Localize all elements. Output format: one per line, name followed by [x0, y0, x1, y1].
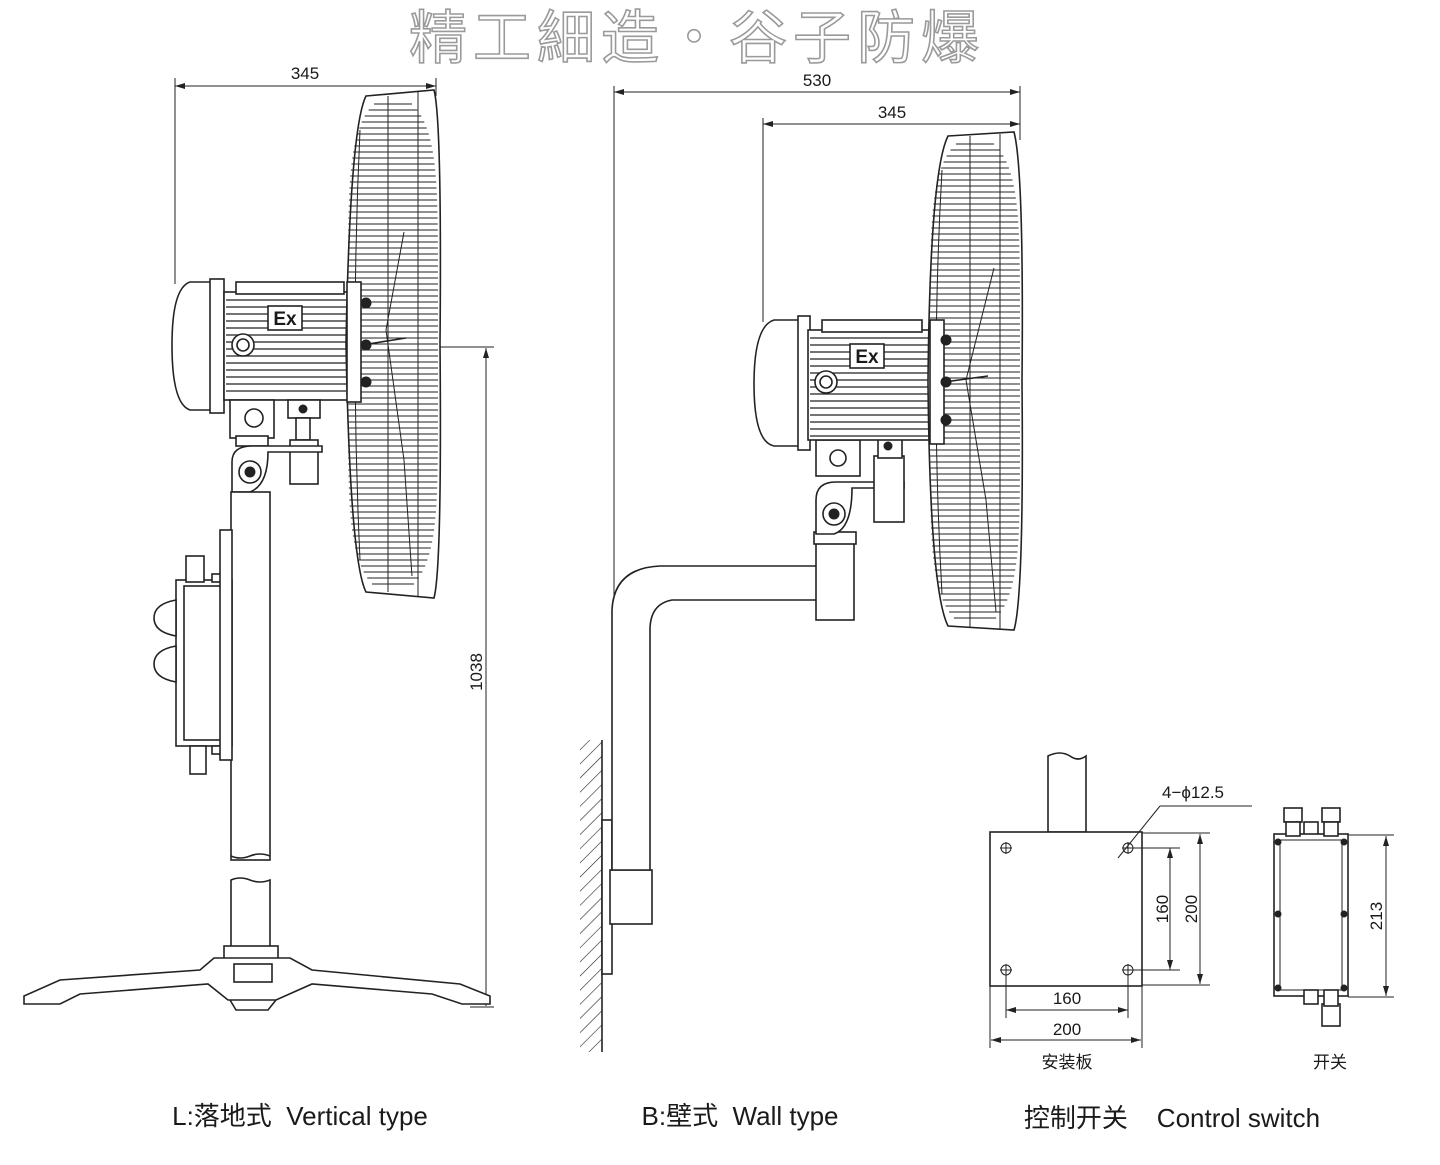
control-switch-plate: 4−ϕ12.5 160 200 160 200 安装板	[989, 752, 1252, 1072]
dim-vertical-depth: 345	[291, 64, 319, 83]
dim-plate-height: 200	[1182, 895, 1201, 923]
ex-label-wall: Ex	[855, 347, 879, 368]
switch-label: 开关	[1313, 1053, 1347, 1072]
caption-vertical-type: L:落地式 Vertical type	[172, 1101, 428, 1131]
dim-plate-hole-v: 160	[1153, 895, 1172, 923]
caption-control-switch: 控制开关 Control switch	[1024, 1103, 1320, 1133]
dim-switch-height: 213	[1367, 902, 1386, 930]
caption-wall-type: B:壁式 Wall type	[642, 1101, 839, 1131]
dim-wall-depth: 345	[878, 103, 906, 122]
plate-label: 安装板	[1042, 1053, 1093, 1072]
dim-vertical-height: 1038	[467, 653, 486, 691]
dim-hole-spec: 4−ϕ12.5	[1162, 783, 1224, 802]
vertical-type-fan: 345 1038 Ex	[23, 64, 494, 1011]
control-switch-box: 213 开关	[1273, 807, 1394, 1072]
dim-wall-total-depth: 530	[803, 71, 831, 90]
ex-label-vertical: Ex	[273, 309, 297, 330]
wall-type-fan: 530 345 Ex	[580, 71, 1024, 1052]
dim-plate-width: 200	[1053, 1020, 1081, 1039]
watermark-text: 精工細造・谷子防爆	[409, 4, 985, 72]
dim-plate-hole-h: 160	[1053, 989, 1081, 1008]
